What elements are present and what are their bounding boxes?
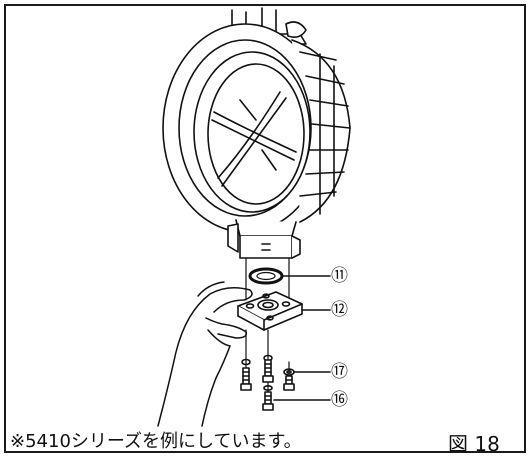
o-ring-part: [248, 267, 284, 285]
callout-17: ⑰: [331, 362, 348, 382]
valve-body: [162, 7, 351, 259]
figure-label: 図 18: [448, 432, 500, 456]
callout-11: ⑪: [331, 266, 348, 286]
callout-16: ⑯: [331, 390, 348, 410]
bolts-part: [240, 359, 295, 411]
hand-illustration: [157, 281, 253, 427]
bracket-plate-part: [237, 291, 303, 331]
figure-note: ※5410シリーズを例にしています。: [10, 431, 302, 452]
callout-12: ⑫: [331, 300, 348, 320]
